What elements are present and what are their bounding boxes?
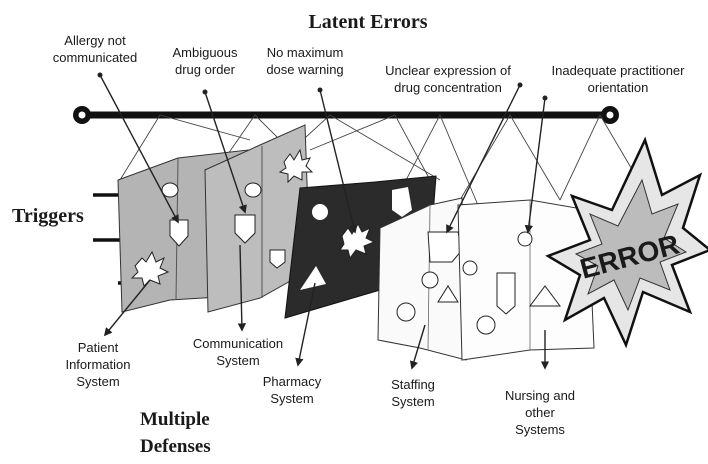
defenses-label-1: Multiple: [140, 409, 210, 430]
system-label-patient-3: System: [76, 374, 119, 389]
system-label-pharmacy-1: Pharmacy: [263, 374, 322, 389]
latent-label-unclear-1: Unclear expression of: [385, 63, 511, 78]
latent-pointers: [99, 74, 546, 234]
latent-label-nomax-1: No maximum: [267, 45, 344, 60]
system-label-staffing-1: Staffing: [391, 377, 435, 392]
label-dots: [97, 72, 548, 101]
defense-plate-staffing: [377, 197, 467, 361]
system-label-nursing-1: Nursing and: [505, 388, 575, 403]
latent-label-ambiguous-1: Ambiguous: [172, 45, 238, 60]
system-label-patient-1: Patient: [78, 340, 119, 355]
system-labels: Patient Information System Communication…: [65, 336, 575, 437]
latent-label-ambiguous-2: drug order: [175, 62, 236, 77]
latent-label-allergy-2: communicated: [53, 50, 138, 65]
latent-label-inadequate-2: orientation: [588, 80, 649, 95]
system-label-communication-2: System: [216, 353, 259, 368]
latent-label-unclear-2: drug concentration: [394, 80, 502, 95]
defenses-label-2: Defenses: [140, 436, 211, 457]
latent-error-bar: [73, 106, 619, 124]
system-label-pharmacy-2: System: [270, 391, 313, 406]
latent-label-allergy-1: Allergy not: [64, 33, 126, 48]
system-pointers: [103, 244, 550, 370]
defense-plate-pharmacy: [284, 175, 437, 319]
system-label-nursing-3: Systems: [515, 422, 565, 437]
latent-error-labels: Allergy not communicated Ambiguous drug …: [53, 33, 685, 95]
system-label-communication-1: Communication: [193, 336, 283, 351]
error-starburst: ERROR: [545, 136, 708, 349]
system-label-nursing-2: other: [525, 405, 555, 420]
defense-plate-nursing: [457, 199, 595, 361]
system-label-staffing-2: System: [391, 394, 434, 409]
latent-label-nomax-2: dose warning: [266, 62, 343, 77]
triggers-label: Triggers: [12, 205, 84, 227]
diagram-title: Latent Errors: [308, 11, 427, 33]
system-label-patient-2: Information: [65, 357, 130, 372]
latent-label-inadequate-1: Inadequate practitioner: [552, 63, 686, 78]
